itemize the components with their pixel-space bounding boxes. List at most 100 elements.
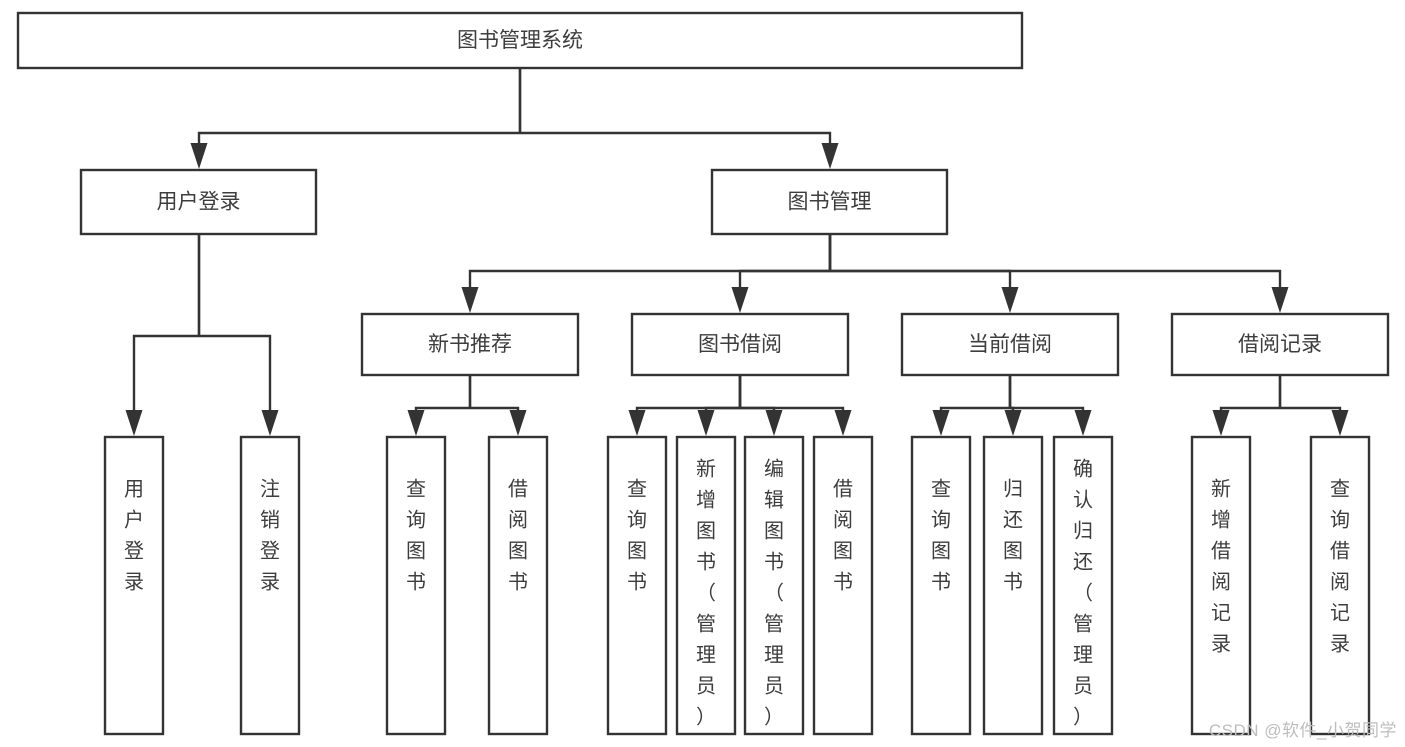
- edge-bookmgr-to-records: [828, 234, 1289, 313]
- edge-run: [414, 406, 470, 410]
- edge-bookmgr-to-newbook: [461, 234, 832, 313]
- edge-run: [740, 406, 845, 410]
- node-leaf-bor-2[interactable]: 新增图书（管理员）: [675, 435, 737, 736]
- node-box[interactable]: [743, 435, 805, 736]
- node-box[interactable]: [910, 435, 972, 736]
- node-leaf-bor-1[interactable]: 查询图书: [606, 435, 668, 736]
- node-label: 新增图书（管理员）: [696, 458, 716, 729]
- edge-records-to-leaf-rec-2: [1278, 375, 1349, 436]
- node-label: 图书借阅: [698, 333, 782, 356]
- node-leaf-login-1[interactable]: 用户登录: [103, 435, 165, 736]
- node-box[interactable]: [1309, 435, 1371, 736]
- edge-root-to-login: [190, 68, 522, 169]
- node-label: 图书管理系统: [457, 29, 583, 52]
- edge-run: [939, 406, 1010, 410]
- edge-run: [1010, 406, 1085, 410]
- edge-run: [468, 269, 830, 287]
- edge-records-to-leaf-rec-1: [1212, 375, 1282, 436]
- edge-arrowhead: [261, 410, 279, 436]
- edge-run: [1280, 406, 1342, 410]
- edge-arrowhead: [190, 143, 208, 169]
- node-leaf-rec-2[interactable]: 查询借阅记录: [1309, 435, 1371, 736]
- node-leaf-new-2[interactable]: 借阅图书: [487, 435, 549, 736]
- node-leaf-bor-3[interactable]: 编辑图书（管理员）: [743, 435, 805, 736]
- edge-arrowhead: [1212, 410, 1230, 436]
- node-box[interactable]: [710, 168, 949, 236]
- edge-login-to-leaf-login-1: [125, 234, 201, 436]
- edge-arrowhead: [628, 410, 646, 436]
- edge-current-to-leaf-cur-1: [932, 375, 1012, 436]
- edge-run: [199, 334, 272, 410]
- edge-run: [132, 334, 199, 410]
- edge-run: [197, 131, 520, 143]
- node-leaf-login-2[interactable]: 注销登录: [239, 435, 301, 736]
- node-box[interactable]: [675, 435, 737, 736]
- edge-arrowhead: [1001, 287, 1019, 313]
- node-current[interactable]: 当前借阅: [900, 312, 1120, 377]
- node-box[interactable]: [900, 312, 1120, 377]
- edge-run: [520, 131, 832, 143]
- node-login[interactable]: 用户登录: [79, 168, 318, 236]
- edge-run: [830, 269, 1012, 287]
- edge-arrowhead: [1331, 410, 1349, 436]
- node-box[interactable]: [360, 312, 580, 377]
- edge-run: [704, 406, 740, 410]
- node-box[interactable]: [1052, 435, 1114, 736]
- edge-run: [830, 269, 1282, 287]
- edges-layer: [125, 68, 1349, 436]
- node-box[interactable]: [630, 312, 850, 377]
- node-box[interactable]: [79, 168, 318, 236]
- edge-bookmgr-to-current: [828, 234, 1019, 313]
- node-bookmgr[interactable]: 图书管理: [710, 168, 949, 236]
- node-box[interactable]: [982, 435, 1044, 736]
- node-label: 借阅图书: [833, 478, 853, 594]
- node-leaf-cur-2[interactable]: 归还图书: [982, 435, 1044, 736]
- edge-arrowhead: [1074, 410, 1092, 436]
- node-box[interactable]: [1170, 312, 1390, 377]
- node-box[interactable]: [16, 11, 1024, 70]
- edge-arrowhead: [125, 410, 143, 436]
- node-leaf-new-1[interactable]: 查询图书: [385, 435, 447, 736]
- node-label: 当前借阅: [968, 333, 1052, 356]
- node-newbook[interactable]: 新书推荐: [360, 312, 580, 377]
- edge-run: [1219, 406, 1280, 410]
- edge-arrowhead: [461, 287, 479, 313]
- node-label: 查询图书: [931, 478, 951, 594]
- node-leaf-cur-3[interactable]: 确认归还（管理员）: [1052, 435, 1114, 736]
- node-label: 新书推荐: [428, 333, 512, 356]
- node-leaf-cur-1[interactable]: 查询图书: [910, 435, 972, 736]
- node-label: 用户登录: [157, 191, 241, 214]
- node-borrow[interactable]: 图书借阅: [630, 312, 850, 377]
- edge-arrowhead: [1004, 410, 1022, 436]
- edge-bookmgr-to-borrow: [731, 234, 832, 313]
- node-box[interactable]: [487, 435, 549, 736]
- node-box[interactable]: [385, 435, 447, 736]
- node-label: 编辑图书（管理员）: [764, 458, 784, 729]
- node-box[interactable]: [239, 435, 301, 736]
- node-box[interactable]: [103, 435, 165, 736]
- edge-current-to-leaf-cur-3: [1008, 375, 1092, 436]
- edge-run: [470, 406, 520, 410]
- node-leaf-rec-1[interactable]: 新增借阅记录: [1190, 435, 1252, 736]
- node-box[interactable]: [1190, 435, 1252, 736]
- edge-arrowhead: [1271, 287, 1289, 313]
- edge-login-to-leaf-login-2: [197, 234, 279, 436]
- node-label: 查询图书: [627, 478, 647, 594]
- node-box[interactable]: [606, 435, 668, 736]
- edge-arrowhead: [731, 287, 749, 313]
- edge-newbook-to-leaf-new-2: [468, 375, 527, 436]
- edge-root-to-bookmgr: [518, 68, 839, 169]
- node-label: 图书管理: [788, 191, 872, 214]
- edge-borrow-to-leaf-bor-4: [738, 375, 852, 436]
- node-root[interactable]: 图书管理系统: [16, 11, 1024, 70]
- edge-borrow-to-leaf-bor-3: [738, 375, 783, 436]
- edge-current-to-leaf-cur-2: [1004, 375, 1022, 436]
- node-records[interactable]: 借阅记录: [1170, 312, 1390, 377]
- node-label: 归还图书: [1003, 478, 1023, 594]
- node-leaf-bor-4[interactable]: 借阅图书: [812, 435, 874, 736]
- node-box[interactable]: [812, 435, 874, 736]
- node-label: 注销登录: [260, 478, 280, 594]
- node-label: 查询图书: [406, 478, 426, 594]
- node-label: 新增借阅记录: [1211, 478, 1231, 656]
